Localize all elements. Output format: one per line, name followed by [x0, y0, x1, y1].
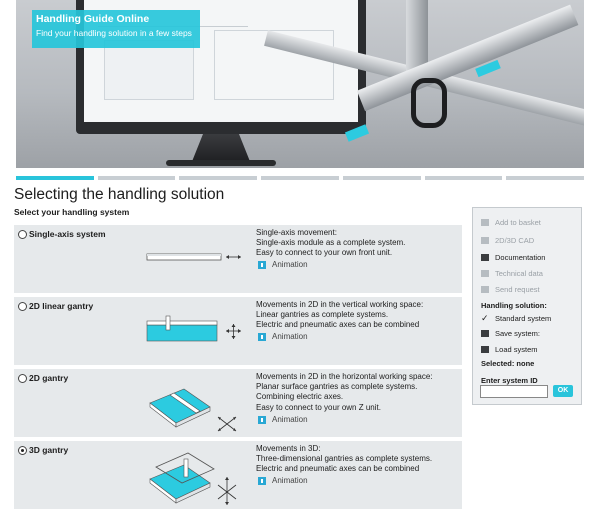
option-description: Single-axis movement: Single-axis module… [256, 228, 406, 258]
animation-link[interactable]: Animation [258, 476, 308, 485]
animation-link[interactable]: Animation [258, 332, 308, 341]
animation-icon [258, 476, 266, 485]
animation-link[interactable]: Animation [258, 415, 308, 424]
radio-2d-gantry[interactable] [18, 374, 27, 383]
action-sidebar: Add to basket 2D/3D CAD Documentation Te… [472, 207, 582, 405]
option-label: Single-axis system [29, 229, 106, 239]
solution-heading: Handling solution: [481, 301, 547, 310]
2d-linear-gantry-illustration [146, 315, 241, 342]
hero-subtitle: Find your handling solution in a few ste… [36, 28, 192, 38]
step-1[interactable] [16, 176, 94, 180]
radio-single-axis[interactable] [18, 230, 27, 239]
option-2d-linear-gantry[interactable]: 2D linear gantry Movements in 2D in the … [14, 297, 462, 365]
cad-button[interactable]: 2D/3D CAD [481, 236, 534, 245]
send-request-button[interactable]: Send request [481, 285, 540, 294]
page-subtitle: Select your handling system [14, 207, 130, 217]
hero-banner: Handling Guide Online Find your handling… [16, 0, 584, 168]
step-3[interactable] [179, 176, 258, 180]
option-description: Movements in 2D in the vertical working … [256, 300, 424, 330]
option-description: Movements in 3D: Three-dimensional gantr… [256, 444, 433, 474]
selected-status: Selected: none [481, 359, 535, 368]
step-5[interactable] [342, 176, 421, 180]
animation-link[interactable]: Animation [258, 260, 308, 269]
animation-icon [258, 332, 266, 341]
save-icon [481, 330, 489, 337]
checkmark-icon: ✓ [481, 313, 489, 323]
mail-icon [481, 286, 489, 293]
save-system-button[interactable]: Save system: [481, 329, 540, 338]
single-axis-illustration [146, 253, 241, 261]
option-description: Movements in 2D in the horizontal workin… [256, 372, 433, 412]
radio-3d-gantry[interactable] [18, 446, 27, 455]
animation-icon [258, 415, 266, 424]
folder-icon [481, 346, 489, 353]
step-4[interactable] [261, 176, 339, 180]
option-label: 3D gantry [29, 445, 69, 455]
cad-icon [481, 237, 489, 244]
2d-gantry-illustration [149, 388, 237, 432]
system-id-input[interactable] [480, 385, 548, 398]
hero-title: Handling Guide Online [36, 13, 150, 25]
data-sheet-icon [481, 270, 489, 277]
hero-title-box [32, 10, 200, 48]
step-7[interactable] [506, 176, 585, 180]
option-label: 2D gantry [29, 373, 69, 383]
animation-icon [258, 260, 266, 269]
3d-gantry-illustration [149, 452, 237, 505]
option-label: 2D linear gantry [29, 301, 94, 311]
step-6[interactable] [424, 176, 503, 180]
documentation-button[interactable]: Documentation [481, 253, 545, 262]
document-icon [481, 254, 489, 261]
option-3d-gantry[interactable]: 3D gantry Movements in 3D: Three-dimensi… [14, 441, 462, 509]
option-2d-gantry[interactable]: 2D gantry Movements in 2D in the horizon… [14, 369, 462, 437]
radio-2d-linear-gantry[interactable] [18, 302, 27, 311]
option-single-axis[interactable]: Single-axis system Single-axis movement:… [14, 225, 462, 293]
step-2[interactable] [97, 176, 176, 180]
add-to-basket-button[interactable]: Add to basket [481, 218, 541, 227]
technical-data-button[interactable]: Technical data [481, 269, 543, 278]
enter-system-id-label: Enter system ID [481, 376, 538, 385]
standard-system-item[interactable]: ✓ Standard system [481, 313, 552, 323]
step-progress [16, 176, 585, 180]
page-title: Selecting the handling solution [14, 186, 225, 203]
load-system-button[interactable]: Load system [481, 345, 538, 354]
ok-button[interactable]: OK [553, 385, 573, 397]
basket-icon [481, 219, 489, 226]
